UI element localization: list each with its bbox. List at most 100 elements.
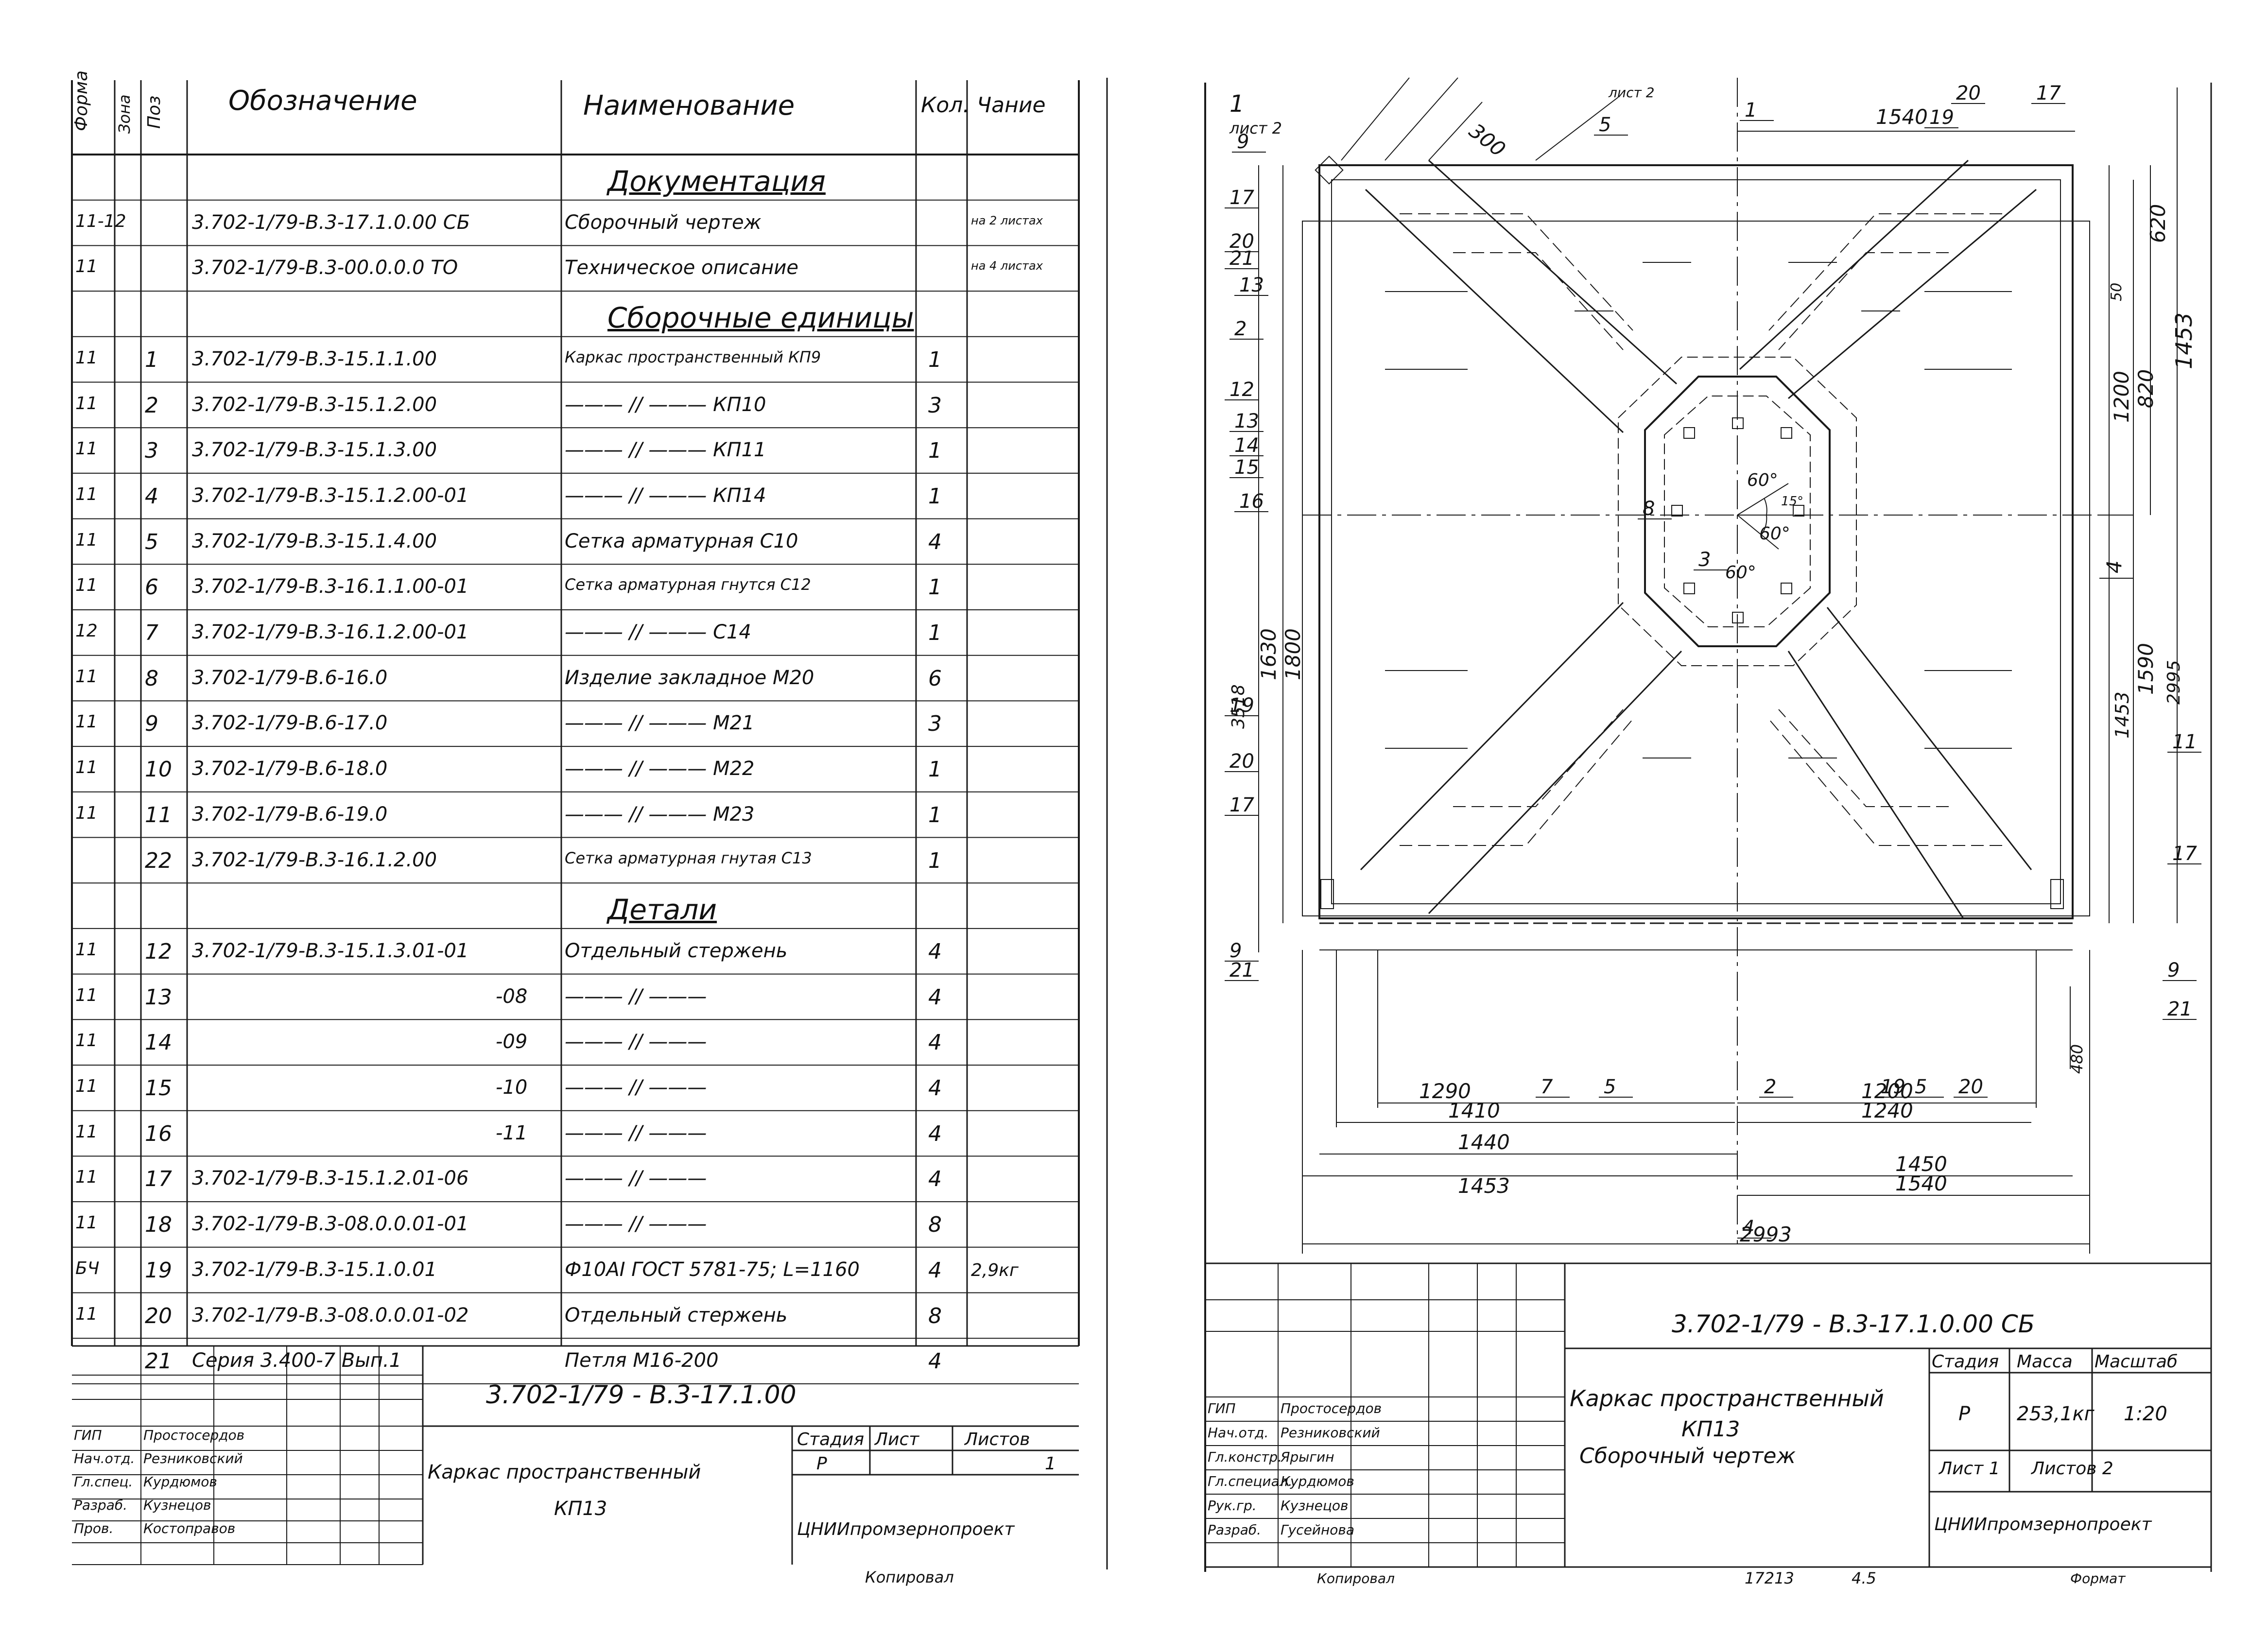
row-pos: 18: [145, 1212, 172, 1238]
angle-60c: 60°: [1725, 563, 1756, 583]
row-pos: 12: [145, 939, 172, 964]
row-qty: 1: [928, 438, 942, 464]
row-designation: 3.702-1/79-В.3-15.1.4.00: [192, 530, 437, 552]
row-designation: 3.702-1/79-В.3-15.1.2.00: [192, 393, 437, 416]
row-designation: 3.702-1/79-В.3-16.1.2.00: [192, 848, 437, 871]
position-callout: 12: [1229, 379, 1254, 401]
drawing-signature-role: Нач.отд.: [1208, 1425, 1269, 1441]
row-designation: 3.702-1/79-В.3-17.1.0.00 СБ: [192, 211, 470, 234]
position-callout: 13: [1234, 410, 1259, 432]
position-callout: 9: [1237, 131, 1249, 153]
row-designation: -09: [496, 1031, 528, 1053]
col-header-pos: Поз: [144, 95, 164, 129]
row-pos: 10: [145, 757, 172, 782]
position-callout: 19: [1229, 694, 1254, 717]
dim-right-1453b: 1453: [2112, 691, 2133, 739]
row-name: Отдельный стержень: [565, 1304, 788, 1327]
spec-signature-person: Резниковский: [143, 1450, 243, 1466]
drawing-scale-label: Масштаб: [2095, 1352, 2178, 1372]
drawing-org: ЦНИИпромзернопроект: [1934, 1515, 2152, 1534]
row-pos: 19: [145, 1258, 172, 1283]
position-callout: 14: [1234, 434, 1259, 457]
row-qty: 1: [928, 802, 942, 827]
col-header-qty: Кол.: [921, 93, 970, 118]
dim-b-1450: 1450: [1895, 1152, 1947, 1176]
row-qty: 4: [928, 529, 942, 554]
drawing-mass: 253,1кг: [2017, 1403, 2095, 1425]
position-callout: 17: [1229, 794, 1254, 816]
row-pos: 14: [145, 1030, 172, 1055]
spec-signature-person: Курдюмов: [143, 1474, 217, 1490]
row-name: Изделие закладное М20: [565, 666, 814, 689]
position-callout: 5: [1915, 1076, 1927, 1098]
row-name: ——— // ——— КП10: [565, 393, 766, 416]
position-callout: 4: [1742, 1217, 1754, 1239]
row-qty: 3: [928, 393, 942, 418]
row-pos: 4: [145, 483, 158, 509]
assembly-drawing: 300 1540 620 50 1200 820 1453 4 1453 159…: [1204, 77, 2212, 1572]
row-name: ——— // ———: [565, 1031, 707, 1053]
dim-right-620: 620: [2146, 204, 2170, 243]
row-qty: 3: [928, 711, 942, 737]
col-header-zone: Зона: [115, 94, 134, 134]
row-format: 11: [75, 439, 98, 459]
row-name: ——— // ———: [565, 985, 707, 1008]
row-format: 11: [75, 1167, 98, 1188]
drawing-stage-label: Стадия: [1932, 1352, 1999, 1372]
dim-top-1540: 1540: [1876, 105, 1928, 129]
row-qty: 1: [928, 347, 942, 372]
row-format: 11-12: [75, 211, 126, 231]
row-note: на 4 листах: [971, 259, 1043, 273]
drawing-signature-person: Курдюмов: [1281, 1473, 1354, 1489]
spec-signature-person: Кузнецов: [143, 1497, 211, 1513]
drawing-footer-format: Формат: [2070, 1570, 2126, 1586]
col-header-format: Форма: [71, 70, 91, 131]
drawing-scale: 1:20: [2124, 1403, 2167, 1425]
row-name: Техническое описание: [565, 257, 798, 279]
row-format: 11: [75, 985, 98, 1005]
position-callout: 9: [1229, 940, 1242, 962]
row-format: 11: [75, 1213, 98, 1233]
position-callout: 19: [1929, 106, 1954, 129]
position-callout: 17: [2036, 82, 2061, 104]
position-callout: 3: [1698, 549, 1711, 571]
drawing-signature-role: ГИП: [1208, 1400, 1236, 1416]
drawing-sheet: Лист 1: [1939, 1459, 2000, 1479]
drawing-signature-person: Кузнецов: [1281, 1498, 1349, 1514]
row-format: 11: [75, 1031, 98, 1051]
row-qty: 1: [928, 757, 942, 782]
position-callout: 2: [1764, 1076, 1776, 1098]
position-callout: 20: [1229, 750, 1254, 773]
row-pos: 8: [145, 666, 158, 691]
row-name: ——— // ——— М23: [565, 803, 755, 826]
position-callout: 5: [1599, 114, 1611, 136]
row-qty: 1: [928, 848, 942, 873]
dim-left-1800: 1800: [1281, 628, 1305, 680]
row-designation: -08: [496, 985, 528, 1008]
row-designation: 3.702-1/79-В.6-16.0: [192, 666, 388, 689]
drawing-footer-sheet: 4.5: [1852, 1569, 1876, 1587]
row-qty: 8: [928, 1212, 942, 1238]
dim-left-3518: 3518: [1229, 684, 1248, 729]
drawing-sheets: Листов 2: [2031, 1459, 2113, 1479]
drawing-title-line2: КП13: [1681, 1417, 1740, 1442]
row-pos: 16: [145, 1121, 172, 1146]
row-pos: 7: [145, 620, 158, 645]
position-callout: 16: [1239, 490, 1264, 513]
drawing-footer-num: 17213: [1745, 1569, 1794, 1587]
position-callout: 19: [1881, 1076, 1905, 1098]
row-name: Сетка арматурная С10: [565, 530, 798, 552]
dim-b-1240: 1240: [1861, 1099, 1913, 1122]
row-qty: 6: [928, 666, 942, 691]
drawing-title-line3: Сборочный чертеж: [1579, 1444, 1796, 1468]
row-qty: 1: [928, 620, 942, 645]
row-designation: 3.702-1/79-В.3-08.0.0.01-02: [192, 1304, 469, 1327]
drawing-signature-person: Гусейнова: [1281, 1522, 1355, 1538]
angle-15: 15°: [1781, 494, 1803, 509]
row-pos: 17: [145, 1167, 172, 1192]
row-designation: 3.702-1/79-В.3-15.1.2.01-06: [192, 1167, 469, 1190]
row-note: на 2 листах: [971, 213, 1043, 227]
position-callout: 17: [2172, 843, 2197, 865]
row-name: ——— // ——— М22: [565, 758, 755, 780]
row-format: 11: [75, 393, 98, 414]
